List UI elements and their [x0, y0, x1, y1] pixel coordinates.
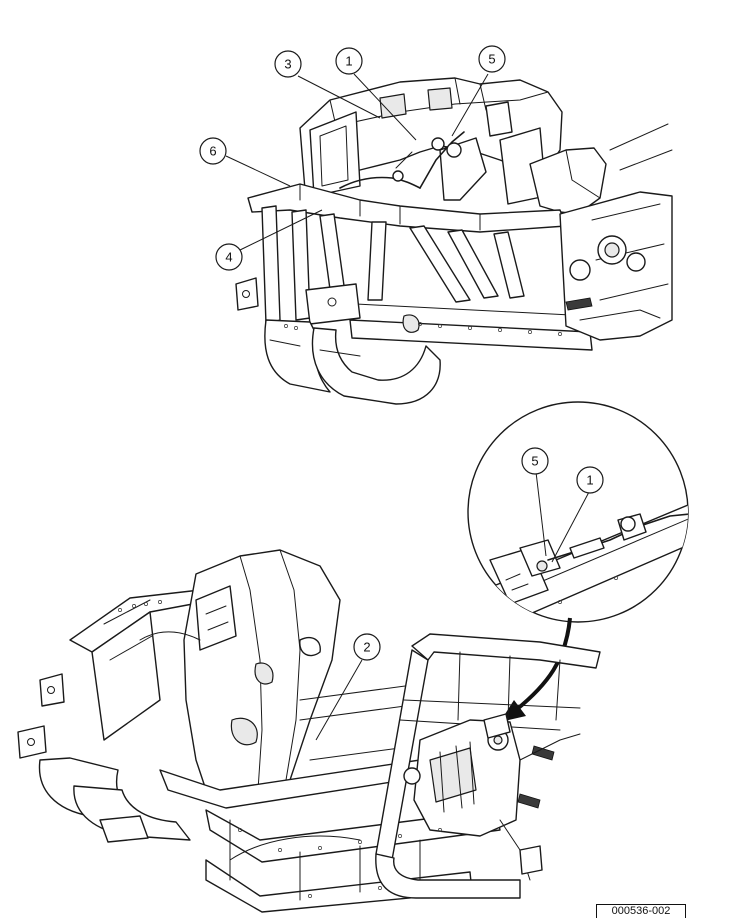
callout-3-label: 3: [284, 57, 291, 72]
upper-leaders: [225, 73, 489, 251]
callout-2: 2: [353, 633, 381, 661]
callout-2-label: 2: [363, 640, 370, 655]
callout-6-label: 6: [209, 144, 216, 159]
figure-id-label: 000536-002: [596, 904, 686, 918]
callout-1-detail: 1: [576, 466, 604, 494]
upper-view: [235, 77, 673, 405]
callout-5-detail-label: 5: [531, 454, 538, 469]
callout-1-upper-label: 1: [345, 54, 352, 69]
callout-2-leader: [315, 659, 363, 741]
callout-1-detail-label: 1: [586, 473, 593, 488]
upper-cable: [339, 176, 421, 189]
callout-6: 6: [199, 137, 227, 165]
callout-5-upper-label: 5: [488, 52, 495, 67]
callout-5-upper: 5: [478, 45, 506, 73]
lower-cargo-frame: [411, 633, 601, 669]
callout-3: 3: [274, 50, 302, 78]
lower-view: [17, 549, 601, 913]
detail-view: [467, 401, 689, 623]
callout-5-detail: 5: [521, 447, 549, 475]
callout-4: 4: [215, 243, 243, 271]
upper-frame-holes: [284, 322, 562, 336]
lower-frame-holes: [118, 600, 442, 898]
callout-1-upper: 1: [335, 47, 363, 75]
upper-side-beam: [349, 319, 593, 351]
callout-4-label: 4: [225, 250, 232, 265]
